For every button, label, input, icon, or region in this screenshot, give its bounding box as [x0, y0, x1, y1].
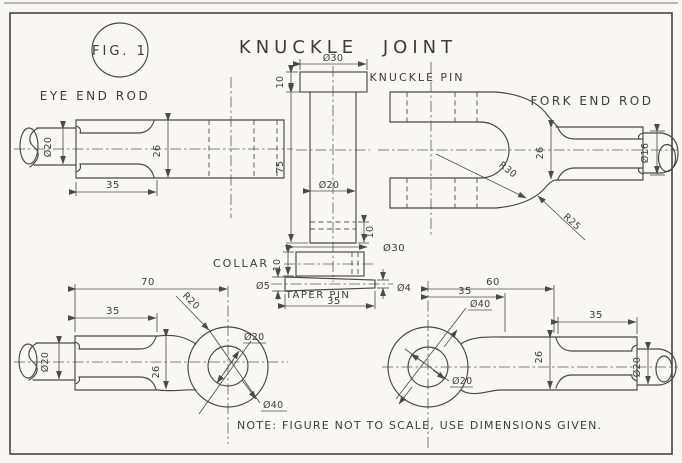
taper-pin-view: Ø5 Ø4 35: [256, 268, 411, 309]
dim-eye-top-flat-height: 26: [151, 366, 162, 379]
dim-taper-pin-big-diameter: Ø5: [256, 281, 270, 292]
dim-eye-radius: R20: [180, 290, 202, 312]
dim-fork-top-rod-diameter: Ø20: [632, 357, 643, 377]
dim-eye-top-rod-diameter: Ø20: [40, 352, 51, 372]
eye-end-rod-top-view: Ø20 70 35 26 R20 Ø40 Ø20: [18, 277, 287, 415]
note-text: NOTE: FIGURE NOT TO SCALE, USE DIMENSION…: [237, 419, 602, 432]
dim-taper-pin-length: 35: [327, 296, 341, 307]
dim-fork-inner-radius: R25: [561, 211, 583, 232]
dim-eye-hole-diameter: Ø20: [244, 332, 264, 343]
broken-rod-end-hatch: [657, 143, 677, 173]
dim-fork-side-flat-height: 26: [535, 147, 546, 160]
dim-fork-outer-radius: R30: [496, 160, 518, 181]
dim-pin-head-height: 10: [275, 76, 286, 89]
figure-number: FIG. 1: [92, 44, 148, 59]
label-collar: COLLAR: [213, 257, 269, 270]
dim-eye-side-flat-height: 26: [152, 145, 163, 158]
eye-end-rod-side-view: Ø20 26 35: [19, 113, 285, 196]
dim-pin-tail-length: 10: [365, 226, 376, 239]
dim-eye-top-center-length: 70: [141, 277, 155, 288]
label-eye-end-rod: EYE END ROD: [40, 89, 150, 103]
label-knuckle-pin: KNUCKLE PIN: [369, 71, 464, 84]
drawing-title: KNUCKLE JOINT: [239, 37, 457, 58]
fork-end-rod-side-view: 26 R30 R25 Ø16: [389, 91, 679, 241]
dim-fork-top-flat-length: 35: [589, 310, 603, 321]
dim-pin-collar-od: Ø30: [383, 242, 405, 254]
dim-pin-shank-diameter: Ø20: [319, 180, 339, 191]
dim-pin-length: 75: [275, 161, 286, 174]
collar-view: 10: [272, 245, 365, 277]
dim-collar-height: 10: [272, 259, 283, 272]
dim-fork-boss-diameter: Ø40: [470, 299, 490, 310]
dim-fork-top-neck-length: 35: [458, 286, 472, 297]
dim-fork-top-flat-height: 26: [534, 351, 545, 364]
fork-end-rod-top-view: 60 35 Ø40 Ø20 26 35 Ø20: [387, 277, 677, 408]
dim-fork-side-rod-diameter: Ø16: [640, 143, 651, 163]
broken-rod-end-hatch: [655, 355, 673, 383]
label-fork-end-rod: FORK END ROD: [530, 94, 653, 108]
dim-eye-side-rod-diameter: Ø20: [43, 137, 54, 157]
dim-taper-pin-small-diameter: Ø4: [397, 283, 411, 294]
dim-fork-top-center-length: 60: [486, 277, 500, 288]
label-taper-pin: TAPER PIN: [285, 290, 351, 301]
dim-eye-side-flat-length: 35: [106, 180, 120, 191]
drawing-border: [9, 12, 673, 455]
dim-eye-top-flat-length: 35: [106, 306, 120, 317]
figure-number-circle: [91, 22, 149, 78]
broken-rod-end-hatch: [18, 343, 38, 379]
broken-rod-end-hatch: [19, 127, 39, 165]
dim-fork-hole-diameter: Ø20: [452, 376, 472, 387]
knuckle-pin-view: Ø30 10 75 Ø20 10 Ø30: [275, 53, 405, 254]
dim-pin-head-diameter: Ø30: [323, 53, 343, 64]
dim-eye-boss-diameter: Ø40: [263, 400, 283, 411]
